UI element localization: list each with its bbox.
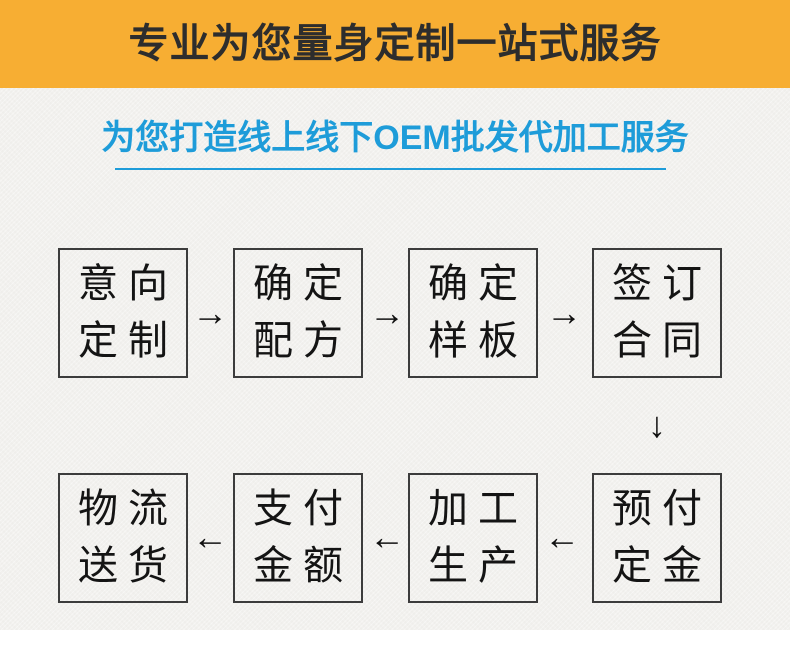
arrow-right-icon: → [369,292,405,333]
arrow-down-icon: ↓ [648,404,666,445]
step-confirm-formula: 确定 配方 [233,248,363,378]
step-text-line: 金额 [253,544,353,588]
step-text-line: 意向 [78,262,178,306]
step-text-line: 确定 [428,262,528,306]
step-processing-production: 加工 生产 [408,473,538,603]
step-text-line: 确定 [253,262,353,306]
step-text-line: 支付 [253,487,353,531]
banner-title: 专业为您量身定制一站式服务 [128,22,662,66]
footer-strip [0,630,790,648]
step-text-line: 合同 [612,319,712,363]
step-text-line: 预付 [612,487,712,531]
step-intent-customize: 意向 定制 [58,248,188,378]
arrow-right-icon: → [546,292,582,333]
step-logistics-delivery: 物流 送货 [58,473,188,603]
step-text-line: 配方 [253,319,353,363]
step-text-line: 生产 [428,544,528,588]
step-text-line: 物流 [78,487,178,531]
arrow-left-icon: ← [192,516,228,557]
arrow-right-icon: → [192,292,228,333]
step-confirm-sample: 确定 样板 [408,248,538,378]
step-text-line: 定金 [612,544,712,588]
banner: 专业为您量身定制一站式服务 [0,0,790,88]
subtitle-underline [115,168,666,170]
subtitle: 为您打造线上线下OEM批发代加工服务 [101,119,689,157]
step-pay-amount: 支付 金额 [233,473,363,603]
step-text-line: 送货 [78,544,178,588]
step-text-line: 样板 [428,319,528,363]
step-text-line: 定制 [78,319,178,363]
step-text-line: 加工 [428,487,528,531]
arrow-left-icon: ← [544,516,580,557]
arrow-left-icon: ← [369,516,405,557]
step-text-line: 签订 [612,262,712,306]
step-prepay-deposit: 预付 定金 [592,473,722,603]
step-sign-contract: 签订 合同 [592,248,722,378]
